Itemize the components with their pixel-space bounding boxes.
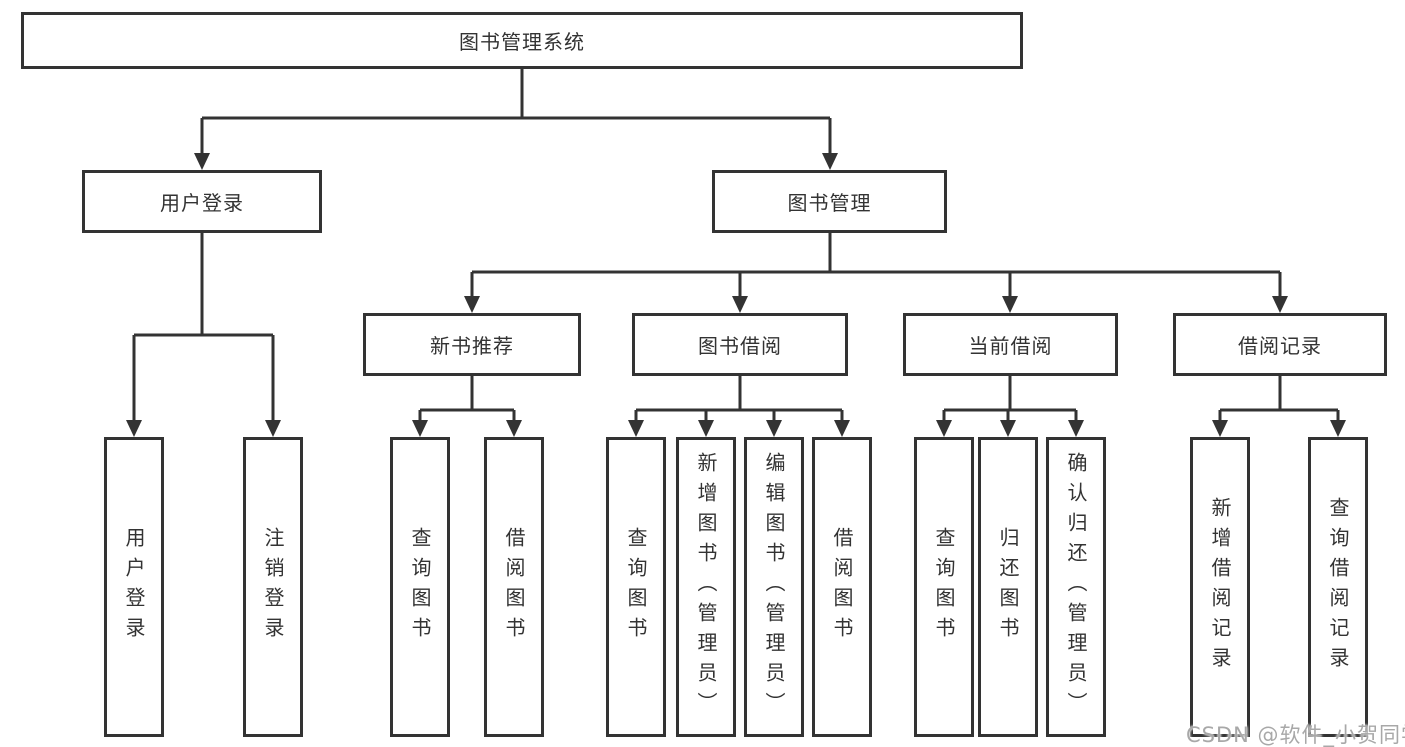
leaf-add-books-admin: 新增图书（管理员）: [676, 437, 736, 737]
csdn-watermark: CSDN @软件_小贺同学: [1186, 723, 1405, 747]
node-label: 查询图书: [932, 527, 956, 647]
leaf-query-borrow-record: 查询借阅记录: [1308, 437, 1368, 737]
leaf-edit-books-admin: 编辑图书（管理员）: [744, 437, 804, 737]
node-label: 用户登录: [122, 527, 146, 647]
node-label: 图书管理: [787, 191, 872, 215]
node-book-borrowing: 图书借阅: [632, 313, 848, 376]
node-label: 查询借阅记录: [1326, 497, 1350, 677]
node-library-management-system: 图书管理系统: [21, 12, 1023, 69]
node-new-book-recommend: 新书推荐: [363, 313, 581, 376]
leaf-query-books-recommend: 查询图书: [390, 437, 450, 737]
node-label: 查询图书: [624, 527, 648, 647]
leaf-user-login: 用户登录: [104, 437, 164, 737]
node-label: 借阅图书: [830, 527, 854, 647]
node-label: 归还图书: [996, 527, 1020, 647]
node-borrowing-records: 借阅记录: [1173, 313, 1387, 376]
node-label: 图书管理系统: [459, 30, 585, 54]
node-label: 确认归还（管理员）: [1064, 452, 1088, 722]
leaf-borrow-books-borrowing: 借阅图书: [812, 437, 872, 737]
leaf-confirm-return-admin: 确认归还（管理员）: [1046, 437, 1106, 737]
node-label: 注销登录: [261, 527, 285, 647]
node-label: 新增借阅记录: [1208, 497, 1232, 677]
node-label: 新书推荐: [430, 334, 514, 358]
node-label: 用户登录: [160, 191, 244, 215]
arrowheads: [126, 153, 1346, 437]
leaf-return-books: 归还图书: [978, 437, 1038, 737]
node-label: 借阅图书: [502, 527, 526, 647]
node-label: 编辑图书（管理员）: [762, 452, 786, 722]
leaf-query-books-borrowing: 查询图书: [606, 437, 666, 737]
node-label: 新增图书（管理员）: [694, 452, 718, 722]
leaf-logout: 注销登录: [243, 437, 303, 737]
leaf-borrow-books-recommend: 借阅图书: [484, 437, 544, 737]
leaf-query-books-current: 查询图书: [914, 437, 974, 737]
node-label: 借阅记录: [1238, 334, 1322, 358]
node-book-management: 图书管理: [712, 170, 947, 233]
leaf-add-borrow-record: 新增借阅记录: [1190, 437, 1250, 737]
node-label: 查询图书: [408, 527, 432, 647]
node-current-borrowing: 当前借阅: [903, 313, 1118, 376]
node-label: 当前借阅: [968, 334, 1053, 358]
node-user-login: 用户登录: [82, 170, 322, 233]
node-label: 图书借阅: [698, 334, 782, 358]
